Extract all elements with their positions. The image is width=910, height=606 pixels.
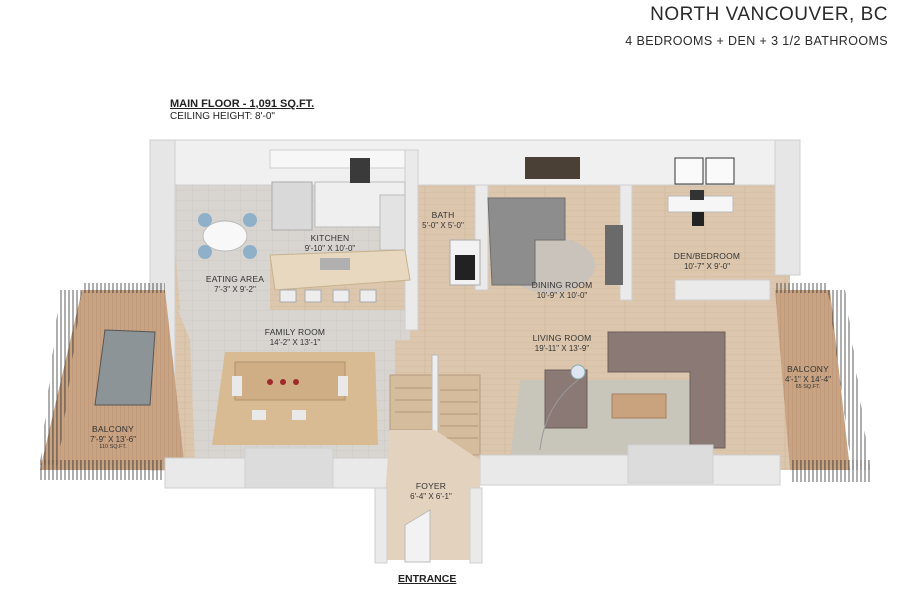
room-kitchen: KITCHEN 9'-10" X 10'-0" xyxy=(290,233,370,253)
listing-subtitle: 4 BEDROOMS + DEN + 3 1/2 BATHROOMS xyxy=(625,34,888,48)
room-balcony-right: BALCONY 4'-1" X 14'-4" 65 SQ.FT. xyxy=(780,364,836,390)
room-dining: DINING ROOM 10'-9" X 10'-0" xyxy=(522,280,602,300)
room-dimensions: 19'-11" X 13'-9" xyxy=(534,343,590,353)
room-balcony-left: BALCONY 7'-9" X 13'-6" 110 SQ.FT. xyxy=(78,424,148,450)
room-dimensions: 14'-2" X 13'-1" xyxy=(269,337,321,347)
room-name: KITCHEN xyxy=(310,233,350,243)
room-bath: BATH 5'-0" X 5'-0" xyxy=(410,210,476,230)
room-name: BALCONY xyxy=(786,364,830,374)
room-eating-area: EATING AREA 7'-3" X 9'-2" xyxy=(195,274,275,294)
room-name: FOYER xyxy=(415,481,447,491)
kitchen-cabinets xyxy=(269,149,411,291)
family-room-furniture xyxy=(212,352,378,445)
room-foyer: FOYER 6'-4" X 6'-1" xyxy=(398,481,464,501)
room-name: FAMILY ROOM xyxy=(264,327,326,337)
room-dimensions: 7'-9" X 13'-6" xyxy=(89,434,137,444)
room-living: LIVING ROOM 19'-11" X 13'-9" xyxy=(522,333,602,353)
den-desk xyxy=(525,157,735,226)
eating-table xyxy=(198,213,257,259)
room-name: BATH xyxy=(431,210,455,220)
room-dimensions: 9'-10" X 10'-0" xyxy=(304,243,356,253)
room-dimensions: 4'-1" X 14'-4" xyxy=(784,374,832,384)
room-family: FAMILY ROOM 14'-2" X 13'-1" xyxy=(252,327,338,347)
room-den-bedroom: DEN/BEDROOM 10'-7" X 9'-0" xyxy=(664,251,750,271)
room-dimensions: 6'-4" X 6'-1" xyxy=(410,491,452,501)
room-area: 65 SQ.FT. xyxy=(795,383,821,390)
room-dimensions: 7'-3" X 9'-2" xyxy=(214,284,256,294)
listing-title: NORTH VANCOUVER, BC xyxy=(650,4,888,25)
balcony-left xyxy=(40,283,185,480)
floor-label: MAIN FLOOR - 1,091 SQ.FT. xyxy=(170,98,315,110)
room-name: DINING ROOM xyxy=(531,280,593,290)
balcony-right xyxy=(775,283,870,482)
room-dimensions: 10'-9" X 10'-0" xyxy=(536,290,588,300)
ceiling-height: CEILING HEIGHT: 8'-0" xyxy=(170,111,275,122)
room-name: LIVING ROOM xyxy=(532,333,592,343)
bar-stools xyxy=(279,289,377,303)
room-name: EATING AREA xyxy=(205,274,265,284)
entrance-label: ENTRANCE xyxy=(398,573,457,585)
bath-fixtures xyxy=(449,239,481,286)
living-room-furniture xyxy=(510,331,726,460)
room-name: DEN/BEDROOM xyxy=(673,251,741,261)
room-area: 110 SQ.FT. xyxy=(99,443,127,450)
room-name: BALCONY xyxy=(91,424,135,434)
room-dimensions: 10'-7" X 9'-0" xyxy=(683,261,731,271)
front-walls xyxy=(164,430,781,564)
room-dimensions: 5'-0" X 5'-0" xyxy=(422,220,464,230)
dining-furniture xyxy=(487,197,623,293)
